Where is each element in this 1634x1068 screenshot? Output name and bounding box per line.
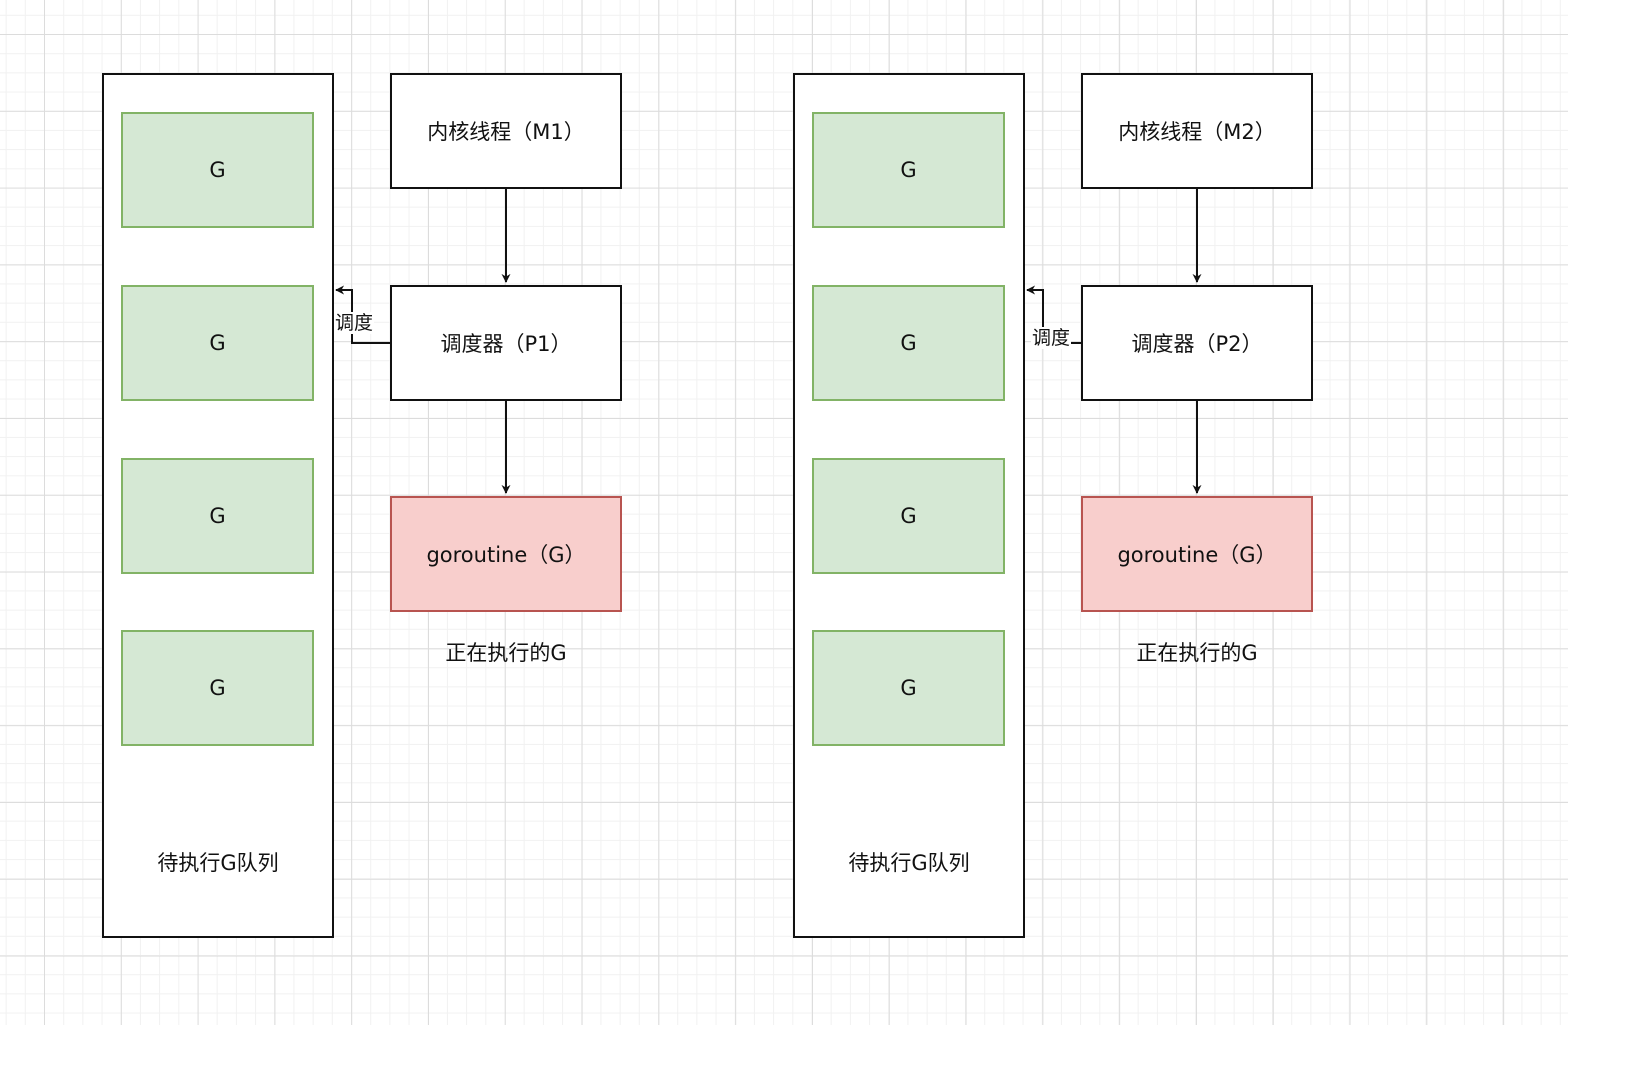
goroutine-box: goroutine（G） (1081, 496, 1313, 612)
queue-item: G (812, 630, 1005, 746)
queue-item: G (812, 458, 1005, 574)
queue-item: G (812, 285, 1005, 401)
queue-item: G (812, 112, 1005, 228)
goroutine-box: goroutine（G） (390, 496, 622, 612)
scheduler-box: 调度器（P1） (390, 285, 622, 401)
queue-item: G (121, 458, 314, 574)
scheduler-box: 调度器（P2） (1081, 285, 1313, 401)
queue-item: G (121, 112, 314, 228)
queue-item: G (121, 630, 314, 746)
schedule-edge-label: 调度 (334, 312, 375, 334)
schedule-edge-label: 调度 (1031, 327, 1072, 349)
running-g-label: 正在执行的G (445, 641, 567, 665)
queue-label: 待执行G队列 (848, 851, 970, 875)
kernel-thread-box: 内核线程（M2） (1081, 73, 1313, 189)
kernel-thread-box: 内核线程（M1） (390, 73, 622, 189)
queue-item: G (121, 285, 314, 401)
queue-label: 待执行G队列 (157, 851, 279, 875)
running-g-label: 正在执行的G (1136, 641, 1258, 665)
